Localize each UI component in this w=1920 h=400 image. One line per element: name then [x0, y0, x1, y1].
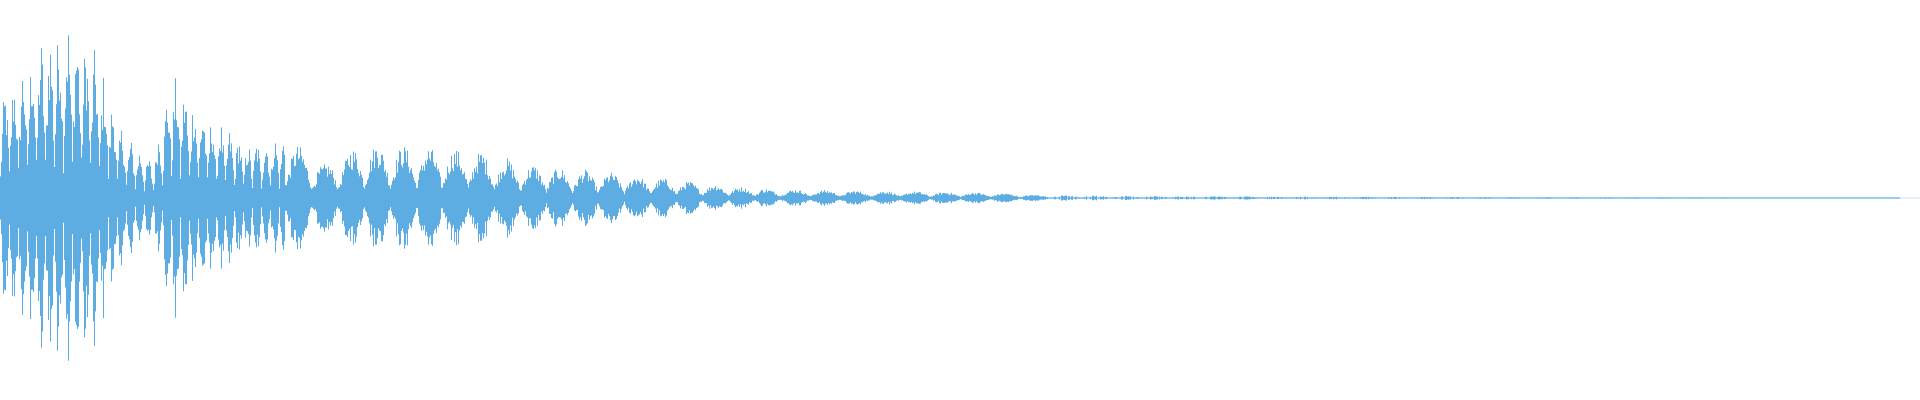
waveform-samples [0, 35, 1900, 361]
waveform-trace [0, 35, 1900, 361]
